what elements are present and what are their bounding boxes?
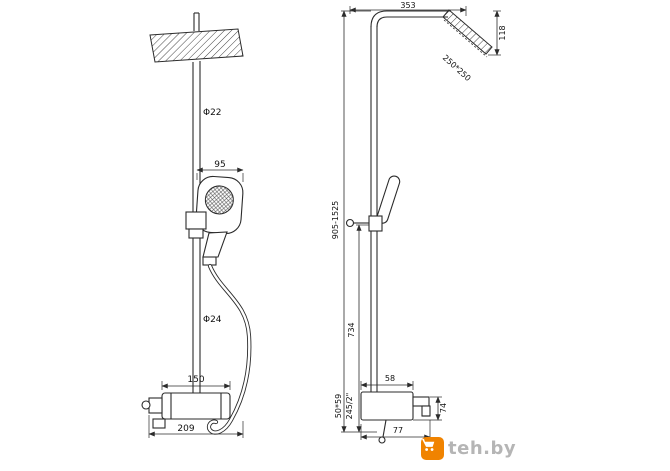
dim-pipe-diameter-bottom: Φ24 [203, 315, 222, 325]
dim-mixer-width: 150 [187, 375, 204, 385]
mixer-spout-front [152, 418, 166, 429]
dim-arm-reach: 353 [400, 1, 415, 10]
side-view: 353 118 250*250 905-1525 734 58 [331, 1, 507, 444]
mixer-handle-front [148, 397, 163, 414]
dim-overall-height: 905-1525 [331, 201, 340, 240]
hose-nut [202, 256, 217, 266]
hand-shower-front [195, 175, 244, 235]
hand-shower-spray-face [204, 185, 234, 215]
dim-lower-height: 734 [347, 322, 356, 337]
mixer-body-front [161, 392, 231, 420]
shower-column-side [370, 10, 451, 28]
cart-icon [421, 437, 444, 460]
head-nozzles [443, 19, 488, 58]
site-watermark: teh.by [421, 437, 516, 460]
rain-head-front [149, 28, 244, 63]
dim-mixer-top-depth: 58 [385, 374, 395, 383]
dim-connection-thread: 245/2" [345, 393, 354, 420]
mixer-lever-side [382, 419, 387, 438]
slider-holder-side [368, 215, 383, 232]
dim-head-size: 250*250 [441, 53, 473, 83]
watermark-site-name: teh.by [448, 438, 517, 459]
shower-holder-front [185, 211, 207, 230]
hand-shower-grip [202, 231, 228, 258]
mixer-spout-side [412, 396, 430, 407]
dim-mixer-overall-width: 209 [177, 424, 194, 434]
dim-base-depth: 77 [393, 426, 403, 435]
dim-pipe-diameter-top: Φ22 [203, 108, 222, 118]
dim-mixer-section: 50*59 [334, 394, 343, 418]
rain-head-side [442, 9, 493, 55]
holder-knob [345, 218, 355, 228]
dim-hand-shower-width: 95 [214, 160, 225, 170]
mixer-body-side [360, 391, 414, 421]
dim-head-edge: 118 [498, 25, 507, 40]
dim-spout-height: 74 [439, 403, 448, 413]
front-view: Φ22 95 Φ24 150 209 [141, 12, 252, 438]
